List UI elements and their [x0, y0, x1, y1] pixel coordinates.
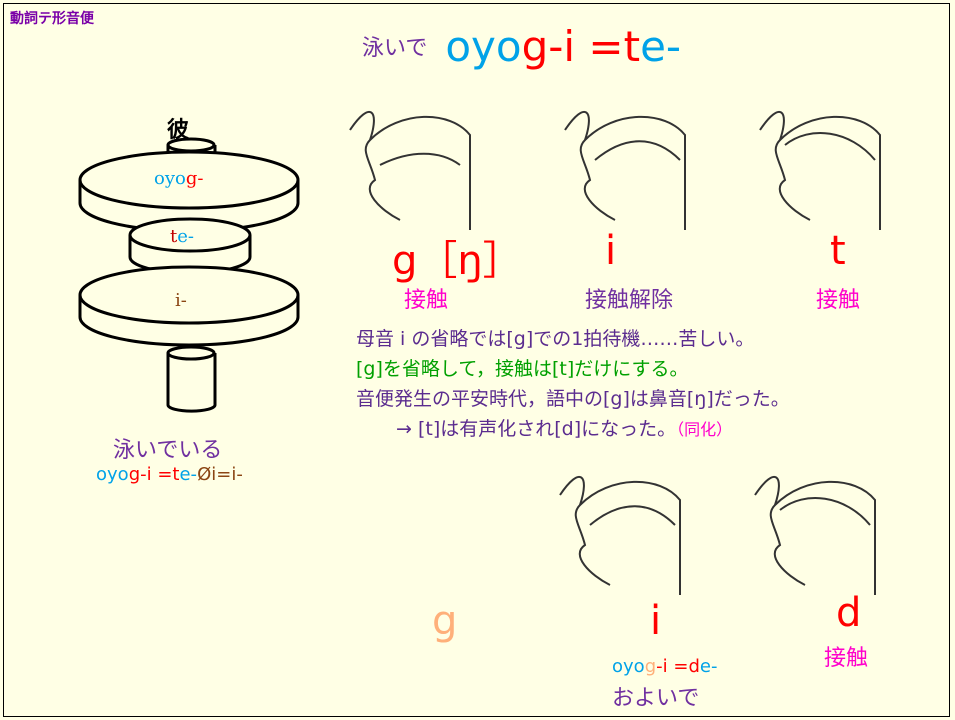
mouth-diagram-g: [349, 110, 471, 230]
note-2: [g]を省略して，接触は[t]だけにする。: [356, 358, 689, 380]
heading-red2: t: [623, 22, 641, 71]
disk1-a: oyo: [154, 168, 186, 189]
bottom-g: g: [432, 598, 458, 644]
note-1: 母音 i の省略では[g]での1拍待機……苦しい。: [356, 328, 755, 350]
bc-b: g: [644, 656, 657, 677]
heading-blue2: e-: [640, 22, 682, 71]
lc-a: oyo: [96, 464, 129, 485]
label-g: 接触: [404, 288, 449, 313]
bc-d: d: [688, 656, 700, 677]
heading: 泳いで oyog-i =te-: [362, 22, 681, 71]
disk-stack-diagram: [78, 137, 300, 413]
note-4: → [t]は有声化され[d]になった。（同化）: [396, 414, 732, 441]
slide-frame: [3, 3, 950, 717]
bottom-d: d: [836, 590, 862, 636]
bc-e: e-: [699, 656, 718, 677]
left-caption-jp: 泳いでいる: [113, 438, 223, 463]
note-3: 音便発生の平安時代，語中の[g]は鼻音[ŋ]だった。: [356, 388, 790, 410]
slide-title: 動詞テ形音便: [10, 11, 94, 27]
lc-d: e-: [179, 464, 198, 485]
sound-g: g［ŋ］: [392, 238, 523, 284]
sound-t: t: [830, 228, 846, 274]
disk2-a: t: [170, 226, 178, 247]
mouth-diagrams-bottom: [559, 475, 876, 595]
disk3-label: i-: [175, 290, 187, 311]
label-t: 接触: [816, 288, 861, 313]
disk1-label: oyog-: [154, 168, 203, 189]
label-i: 接触解除: [585, 288, 674, 313]
bottom-caption-jp: およいで: [612, 686, 700, 711]
lc-c: t: [172, 464, 180, 485]
note-4-assim: （同化）: [676, 420, 733, 439]
stack-top-label: 彼: [167, 118, 190, 143]
heading-blue1: oyo: [445, 22, 522, 71]
bottom-i: i: [650, 598, 662, 644]
disk2-label: te-: [170, 226, 194, 247]
disk2-b: e-: [177, 226, 194, 247]
disk1-b: g-: [185, 168, 204, 189]
bc-a: oyo: [612, 656, 645, 677]
heading-red1: g-i =: [521, 22, 624, 71]
bottom-d-label: 接触: [824, 646, 869, 671]
bottom-caption-romaji: oyog-i =de-: [612, 656, 717, 677]
sound-i: i: [605, 228, 617, 274]
mouth-diagram-t: [759, 110, 881, 230]
left-caption-romaji: oyog-i =te-Øi=i-: [96, 464, 243, 485]
mouth-diagram-bottom-d: [754, 475, 876, 595]
bc-c: -i =: [656, 656, 689, 677]
mouth-diagram-bottom-i: [559, 475, 681, 595]
lc-e: Øi=i-: [197, 464, 243, 485]
mouth-diagram-i: [564, 110, 686, 230]
note-4-text: → [t]は有声化され[d]になった。: [396, 418, 677, 440]
lc-b: g-i =: [128, 464, 173, 485]
mouth-diagrams-top: [349, 110, 881, 230]
heading-jp: 泳いで: [362, 36, 428, 61]
